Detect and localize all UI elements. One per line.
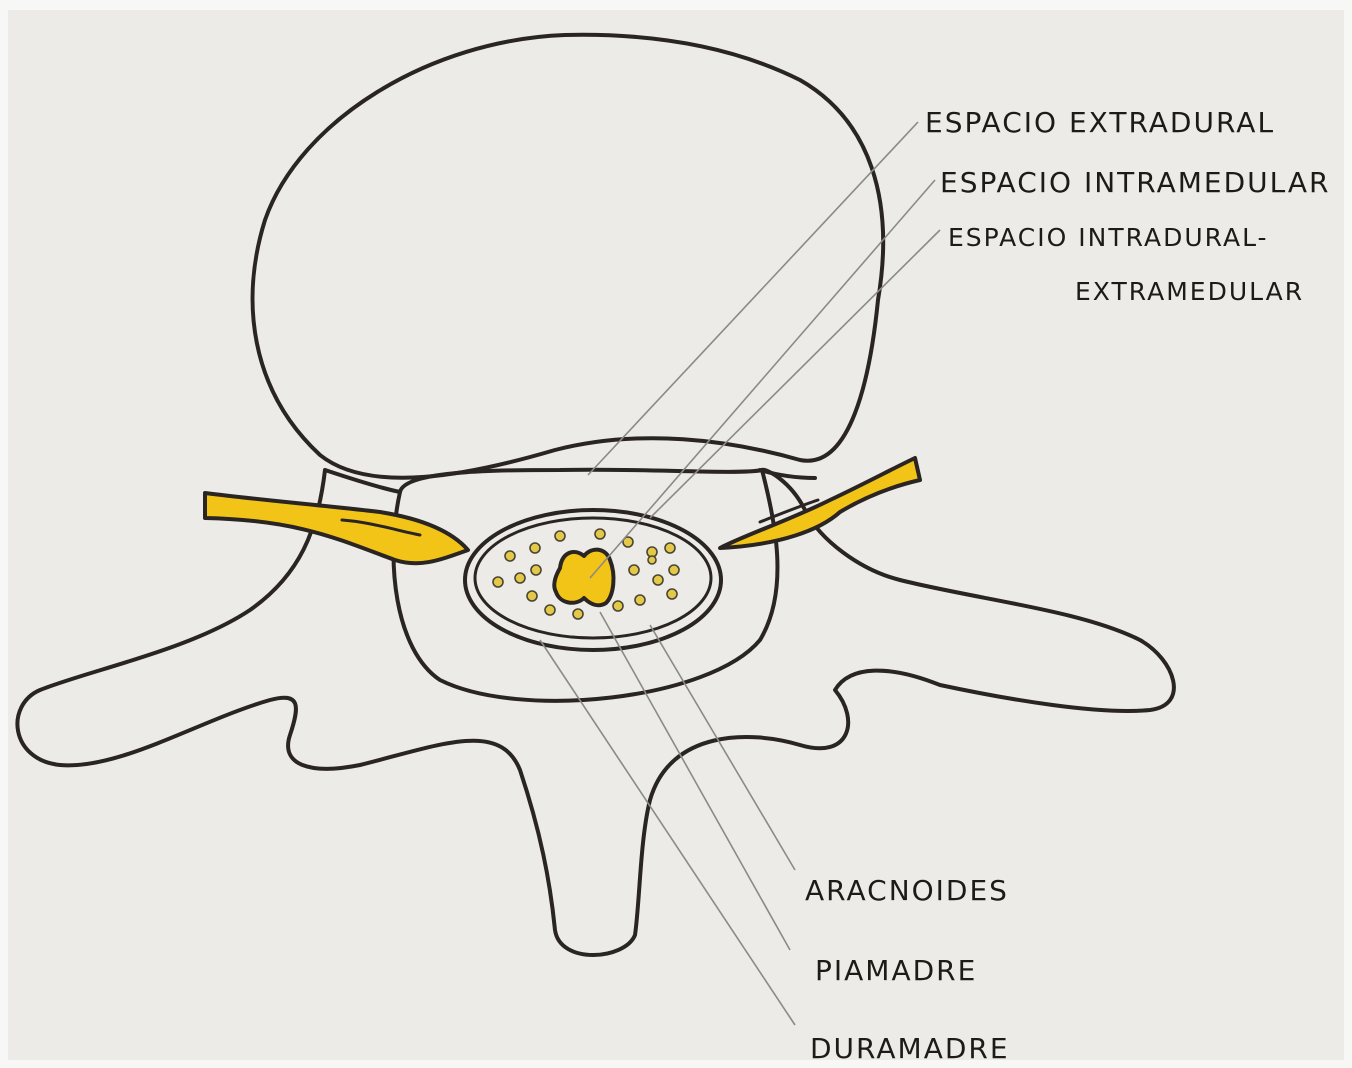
label-espacio-intradural-line2: EXTRAMEDULAR bbox=[1075, 277, 1304, 306]
label-aracnoides: ARACNOIDES bbox=[805, 874, 1009, 907]
label-espacio-intramedular: ESPACIO INTRAMEDULAR bbox=[940, 166, 1331, 199]
label-duramadre: DURAMADRE bbox=[810, 1032, 1010, 1065]
label-espacio-intradural-line1: ESPACIO INTRADURAL- bbox=[948, 223, 1269, 252]
label-espacio-extradural: ESPACIO EXTRADURAL bbox=[925, 106, 1275, 139]
spinal-cord bbox=[554, 550, 613, 606]
label-piamadre: PIAMADRE bbox=[815, 954, 977, 987]
